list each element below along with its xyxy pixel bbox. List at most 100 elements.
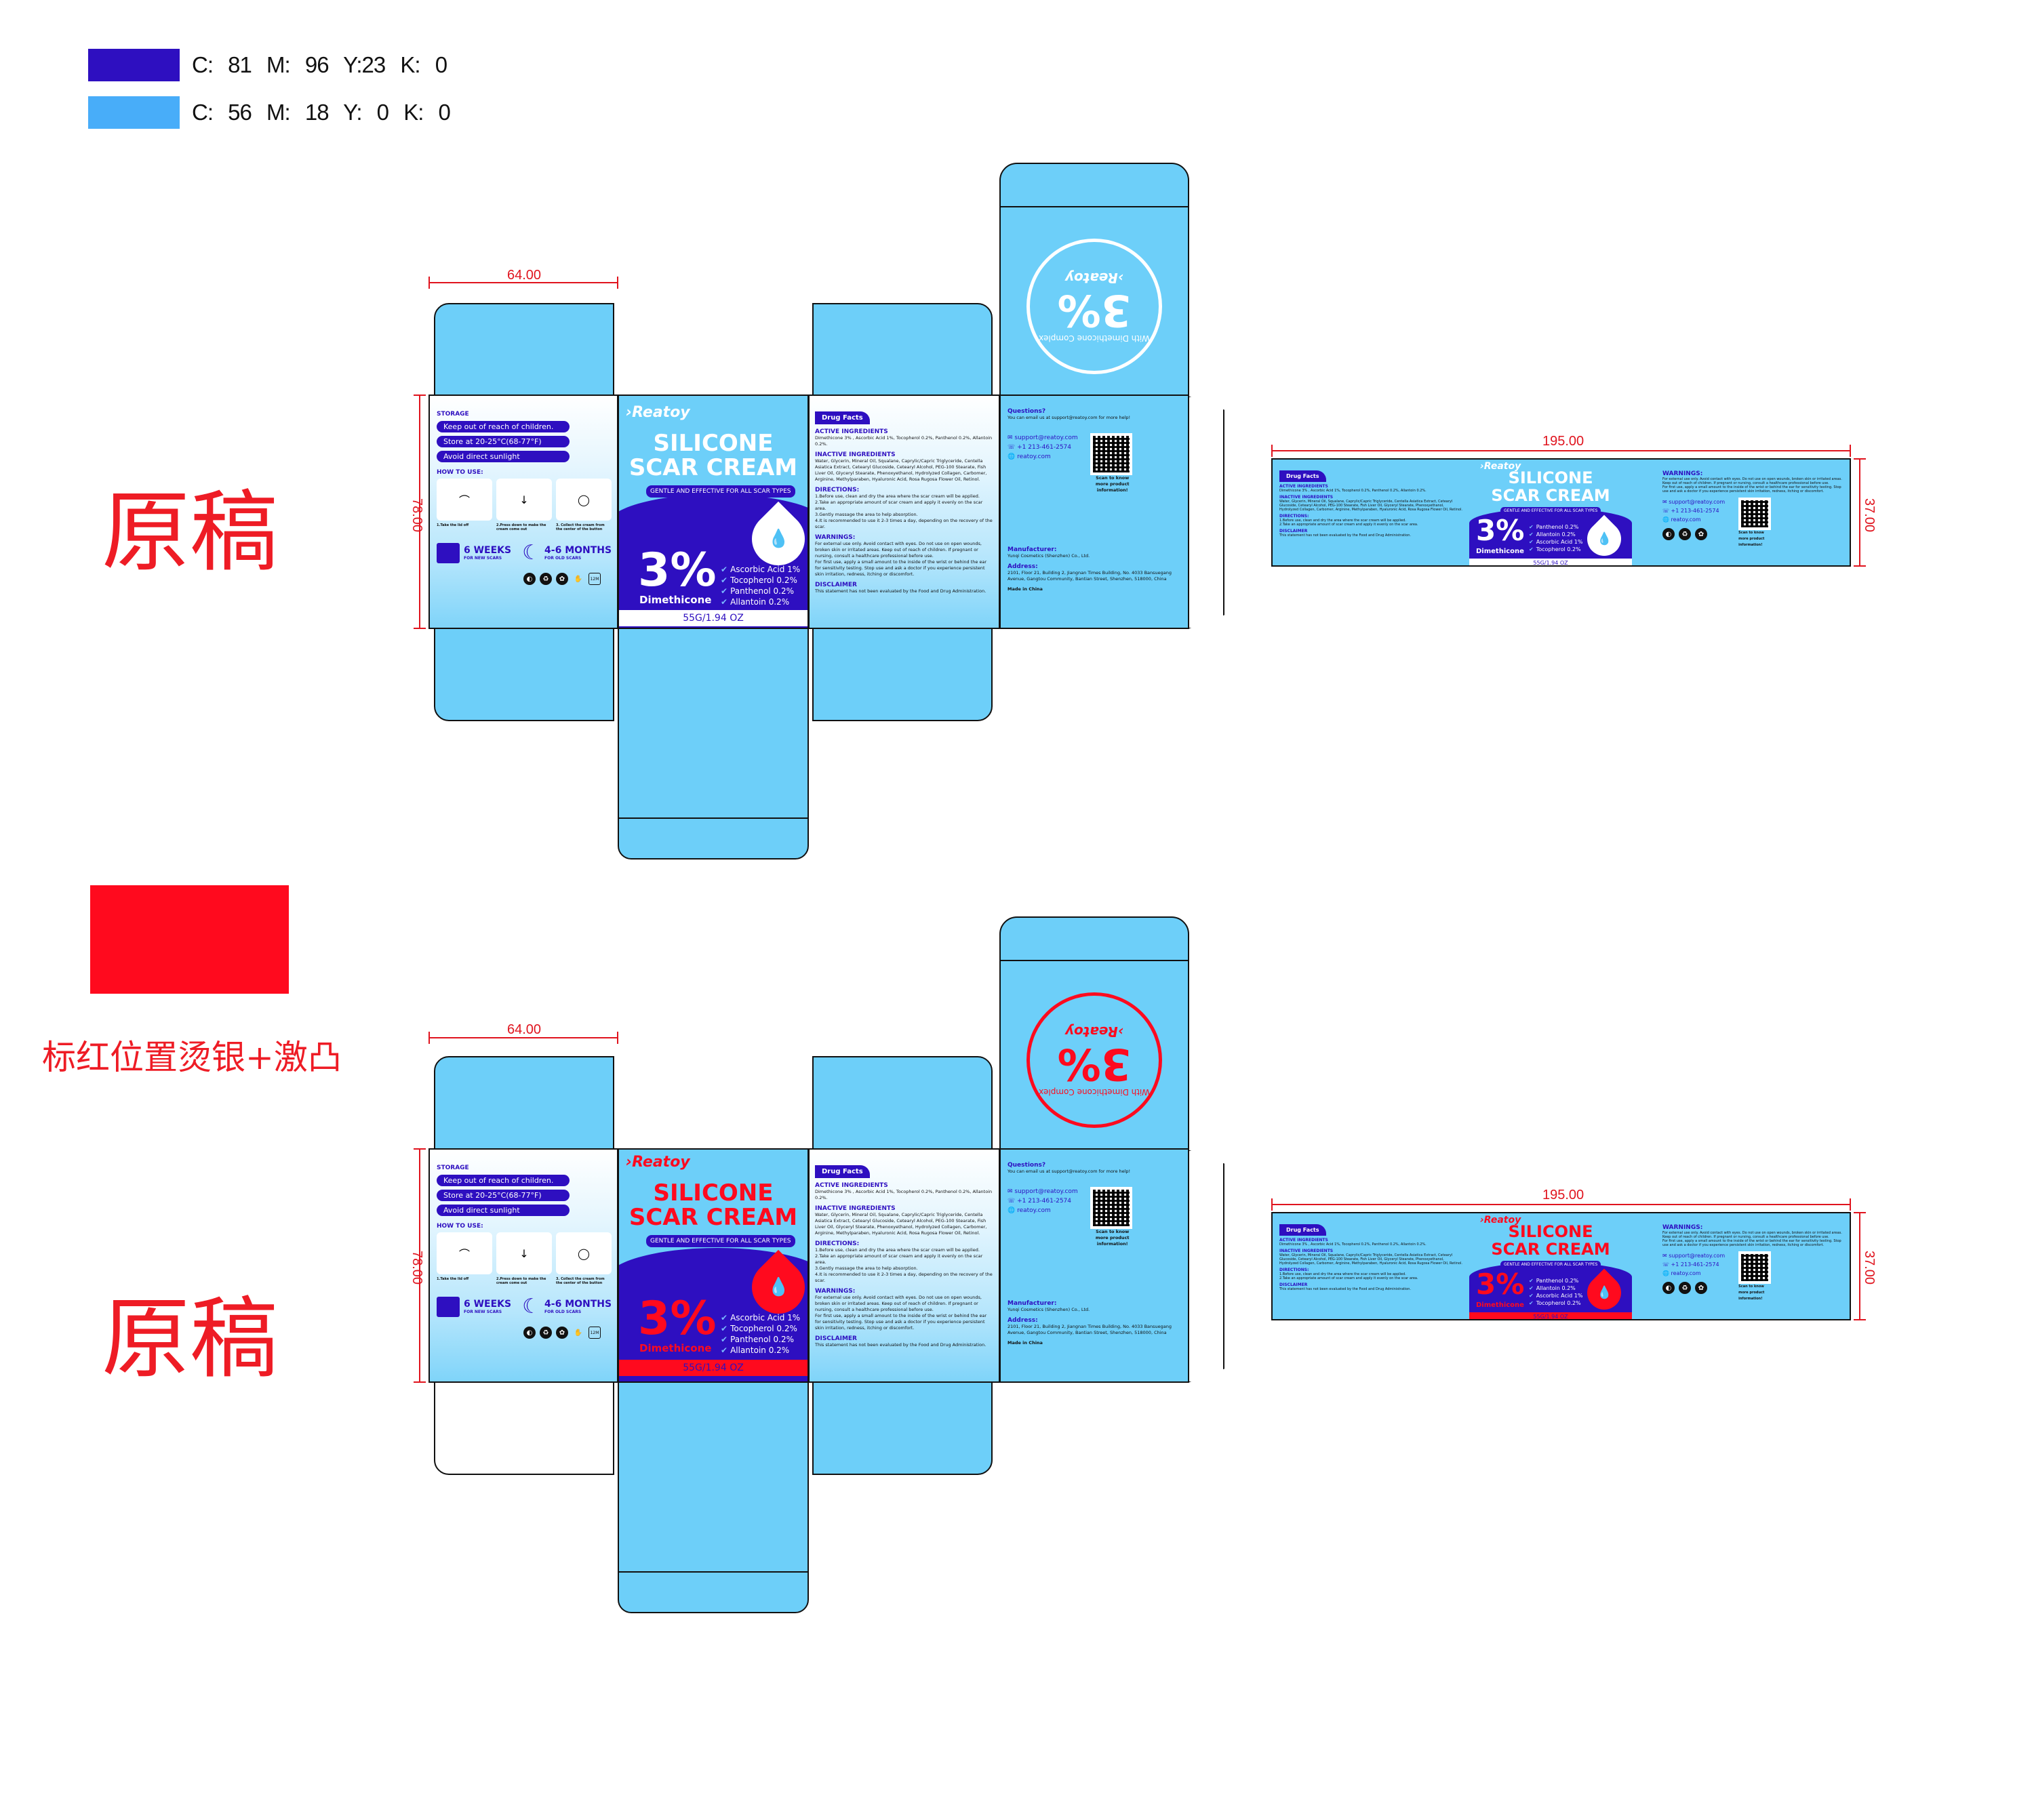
percent-value-foil: 3% [638,1292,717,1346]
bottom-lid-flap [618,1381,809,1613]
questions-text: You can email us at support@reatoy.com f… [1008,415,1131,420]
email-link[interactable]: ✉ support@reatoy.com [1008,434,1078,441]
contact-panel: Questions? You can email us at support@r… [999,1148,1189,1383]
label-eco-icons: ◐♻✿ [1662,528,1725,540]
glue-flap [1188,396,1224,629]
cruelty-free-icon: ✿ [556,573,568,585]
jar-open-icon: ⌒ [437,479,492,521]
brand-logo: ›Reatoy [626,404,690,421]
side-panel-usage: STORAGE Keep out of reach of children. S… [428,1148,618,1383]
swatch-label: C: 56 M: 18 Y: 0 K: 0 [192,100,451,125]
step-1: ⌒1.Take the lid off [437,479,492,531]
direction-item: 2.Take an appropriate amount of scar cre… [815,500,983,511]
dim-label-width-line [1271,445,1851,457]
recycle-icon: ♻ [540,573,552,585]
bottom-dust-flap-left [434,1381,614,1475]
title-line2-foil: SCAR CREAM [629,1204,798,1231]
brand-logo-foil: ›Reatoy [626,1154,690,1171]
top-dust-flap-left [434,303,614,396]
website-link[interactable]: 🌐 reatoy.com [1008,1207,1051,1214]
how-to-steps: ⌒1.Take the lid off ↓2.Press down to mak… [437,479,612,531]
foil-note: 标红位置烫银+激凸 [42,1038,342,1077]
dim-label-height: 37.00 [1862,1251,1877,1285]
title-line1: SILICONE [653,430,774,457]
dim-label-height-line [1854,458,1866,567]
dim-label-height-line [1854,1212,1866,1320]
jar-open-icon: ⌒ [437,1232,492,1274]
color-swatch-navy [88,49,180,81]
manufacturer-title: Manufacturer: [1008,546,1057,553]
swatch-row-lightblue: C: 56 M: 18 Y: 0 K: 0 [88,96,451,129]
moon-icon: ☾ [522,541,541,565]
phone-icon: ☏ [1008,1198,1018,1205]
drug-facts-panel: Drug Facts ACTIVE INGREDIENTS Dimethicon… [808,1148,1000,1383]
warnings-text-2: For first use, apply a small amount to t… [815,559,987,577]
ingredient-item: ✔Allantoin 0.2% [721,597,790,607]
qr-code[interactable] [1738,1251,1772,1284]
label-front: ›Reatoy SILICONE SCAR CREAM GENTLE AND E… [1469,460,1632,565]
jar-press-icon: ↓ [496,479,552,521]
inactive-text: Water, Glycerin, Mineral Oil, Squalane, … [815,458,987,482]
phone-link[interactable]: ☏ +1 213-461-2574 [1008,1198,1072,1205]
step-3: ◯3. Collect the cream from the center of… [556,479,612,531]
warnings-text: For external use only. Avoid contact wit… [815,541,982,559]
top-lid-flap: With Dimethicone Complex 3% ›Reatoy [999,916,1189,1150]
envelope-icon: ✉ [1008,1188,1015,1195]
tuck-fold-line [619,817,807,819]
dim-height-line [414,395,426,629]
net-weight: 55G/1.94 OZ [619,610,807,626]
how-to-title: HOW TO USE: [437,469,483,476]
address-text: 2101, Floor 21, Building 2, Jiangnan Tim… [1008,570,1172,582]
not-tested-icon: ✋ [574,1329,583,1337]
phone-link[interactable]: ☏ +1 213-461-2574 [1008,444,1072,451]
cruelty-free-icon: ✿ [1695,528,1707,540]
globe-icon: 🌐 [1008,1207,1018,1214]
ingredient-item: ✔Tocopherol 0.2% [721,575,797,585]
seal-percent: 3% [1057,285,1132,335]
check-icon: ✔ [721,575,728,585]
active-ingredient-name: Dimethicone [639,594,712,606]
warnings-title: WARNINGS: [815,534,856,541]
title-line2: SCAR CREAM [629,454,798,481]
dim-width-line [428,1032,618,1044]
net-weight-foil: 55G/1.94 OZ [619,1360,807,1376]
eco-icons: ◐ ♻ ✿ ✋ 12M [523,573,612,585]
contact-panel: Questions? You can email us at support@r… [999,395,1189,629]
bottom-lid-flap [618,628,809,860]
globe-icon: 🌐 [1008,453,1018,460]
check-icon: ✔ [721,597,728,607]
qr-code[interactable] [1090,1187,1132,1229]
dim-label-height: 37.00 [1862,498,1877,533]
qr-code[interactable] [1738,498,1772,530]
bottom-dust-flap-right [812,1381,993,1475]
dim-width-label: 64.00 [507,1022,542,1037]
jar-collect-icon: ◯ [556,1232,612,1274]
not-tested-icon: ✋ [574,575,583,583]
email-link[interactable]: ✉ support@reatoy.com [1008,1188,1078,1195]
dim-label-width-line [1271,1198,1851,1211]
foil-legend-swatch [90,885,289,994]
top-dust-flap-right [812,1056,993,1150]
made-in: Made in China [1008,586,1043,592]
website-link[interactable]: 🌐 reatoy.com [1008,453,1051,460]
contact-list: ✉ support@reatoy.com ☏ +1 213-461-2574 🌐… [1008,433,1078,493]
eco-icons: ◐♻✿ ✋ 12M [523,1327,612,1339]
bottom-dust-flap-left [434,628,614,721]
pao-12m-icon: 12M [589,573,601,585]
original-label-top: 原稿 [102,481,279,584]
drug-facts-header: Drug Facts [815,411,870,424]
green-dot-icon: ◐ [1662,1282,1675,1294]
qr-code[interactable] [1090,433,1132,475]
side-panel-usage: STORAGE Keep out of reach of children. S… [428,395,618,629]
ingredient-item: ✔Ascorbic Acid 1% [721,565,801,574]
color-swatch-lightblue [88,96,180,129]
calendar-icon [437,542,460,563]
green-dot-icon: ◐ [1662,528,1675,540]
active-title: ACTIVE INGREDIENTS [815,428,888,435]
direction-item: 4.It is recommended to use it 2-3 times … [815,518,993,529]
swatch-label: C: 81 M: 96 Y:23 K: 0 [192,52,447,77]
cruelty-free-icon: ✿ [556,1327,568,1339]
ingredient-item: ✔Panthenol 0.2% [721,586,794,596]
disclaimer-title: DISCLAIMER [815,582,857,588]
